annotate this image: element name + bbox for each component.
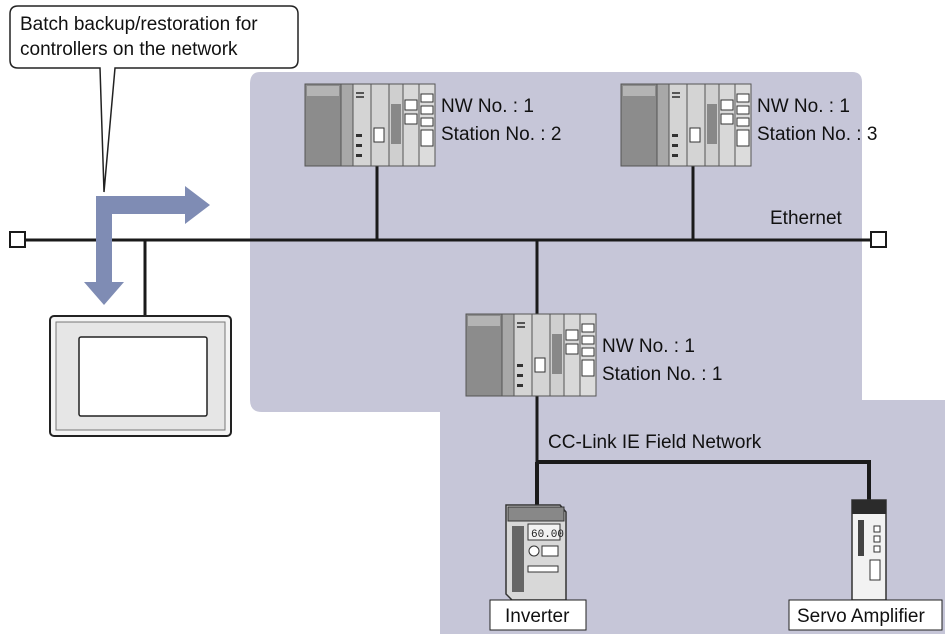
- ethernet-terminator-left: [9, 231, 26, 248]
- callout-line-2: controllers on the network: [20, 39, 238, 60]
- got-touch-panel-icon: [49, 315, 232, 437]
- plc-3-station-label: Station No. : 3: [757, 124, 877, 145]
- inverter-label-box: [489, 599, 587, 631]
- plc-1-station-label: Station No. : 1: [602, 364, 722, 385]
- servo-amplifier-icon: [851, 499, 887, 601]
- plc-2-nw-label: NW No. : 1: [441, 96, 534, 117]
- plc-2-station-label: Station No. : 2: [441, 124, 561, 145]
- callout-line-1: Batch backup/restoration for: [20, 14, 258, 35]
- plc-1-nw-label: NW No. : 1: [602, 336, 695, 357]
- inverter-display: 60.00: [531, 529, 564, 541]
- field-network-label: CC-Link IE Field Network: [548, 432, 762, 453]
- backup-restore-arrow-icon: [84, 186, 210, 305]
- ethernet-terminator-right: [870, 231, 887, 248]
- plc-station-1: [465, 313, 597, 397]
- ethernet-label: Ethernet: [770, 208, 843, 229]
- servo-label: Servo Amplifier: [797, 606, 925, 627]
- servo-label-box: [788, 599, 943, 631]
- inverter-icon: 60.00: [505, 504, 567, 601]
- plc-3-nw-label: NW No. : 1: [757, 96, 850, 117]
- plc-station-3: [620, 83, 752, 167]
- inverter-label: Inverter: [505, 606, 570, 627]
- callout-bubble: [9, 5, 299, 193]
- plc-station-2: [304, 83, 436, 167]
